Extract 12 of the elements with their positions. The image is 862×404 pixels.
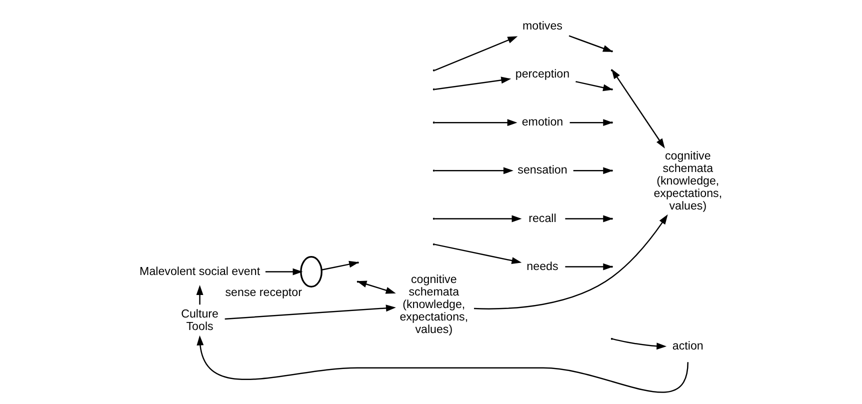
node-text: Malevolent social event <box>140 264 260 278</box>
node-text: action <box>672 339 704 352</box>
node-text: recall <box>528 212 556 225</box>
node-text: Culture Tools <box>181 308 218 333</box>
node-text: cognitive schemata (knowledge, expectations, values) <box>400 273 468 336</box>
node-label: sense receptor <box>225 286 302 299</box>
node-text: motives <box>522 19 562 32</box>
node-text: perception <box>515 68 570 81</box>
node-text: sensation <box>518 164 568 177</box>
node-text: emotion <box>522 116 564 129</box>
node-text: needs <box>526 260 558 273</box>
node-text: cognitive schemata (knowledge, expectations, values) <box>654 150 722 212</box>
